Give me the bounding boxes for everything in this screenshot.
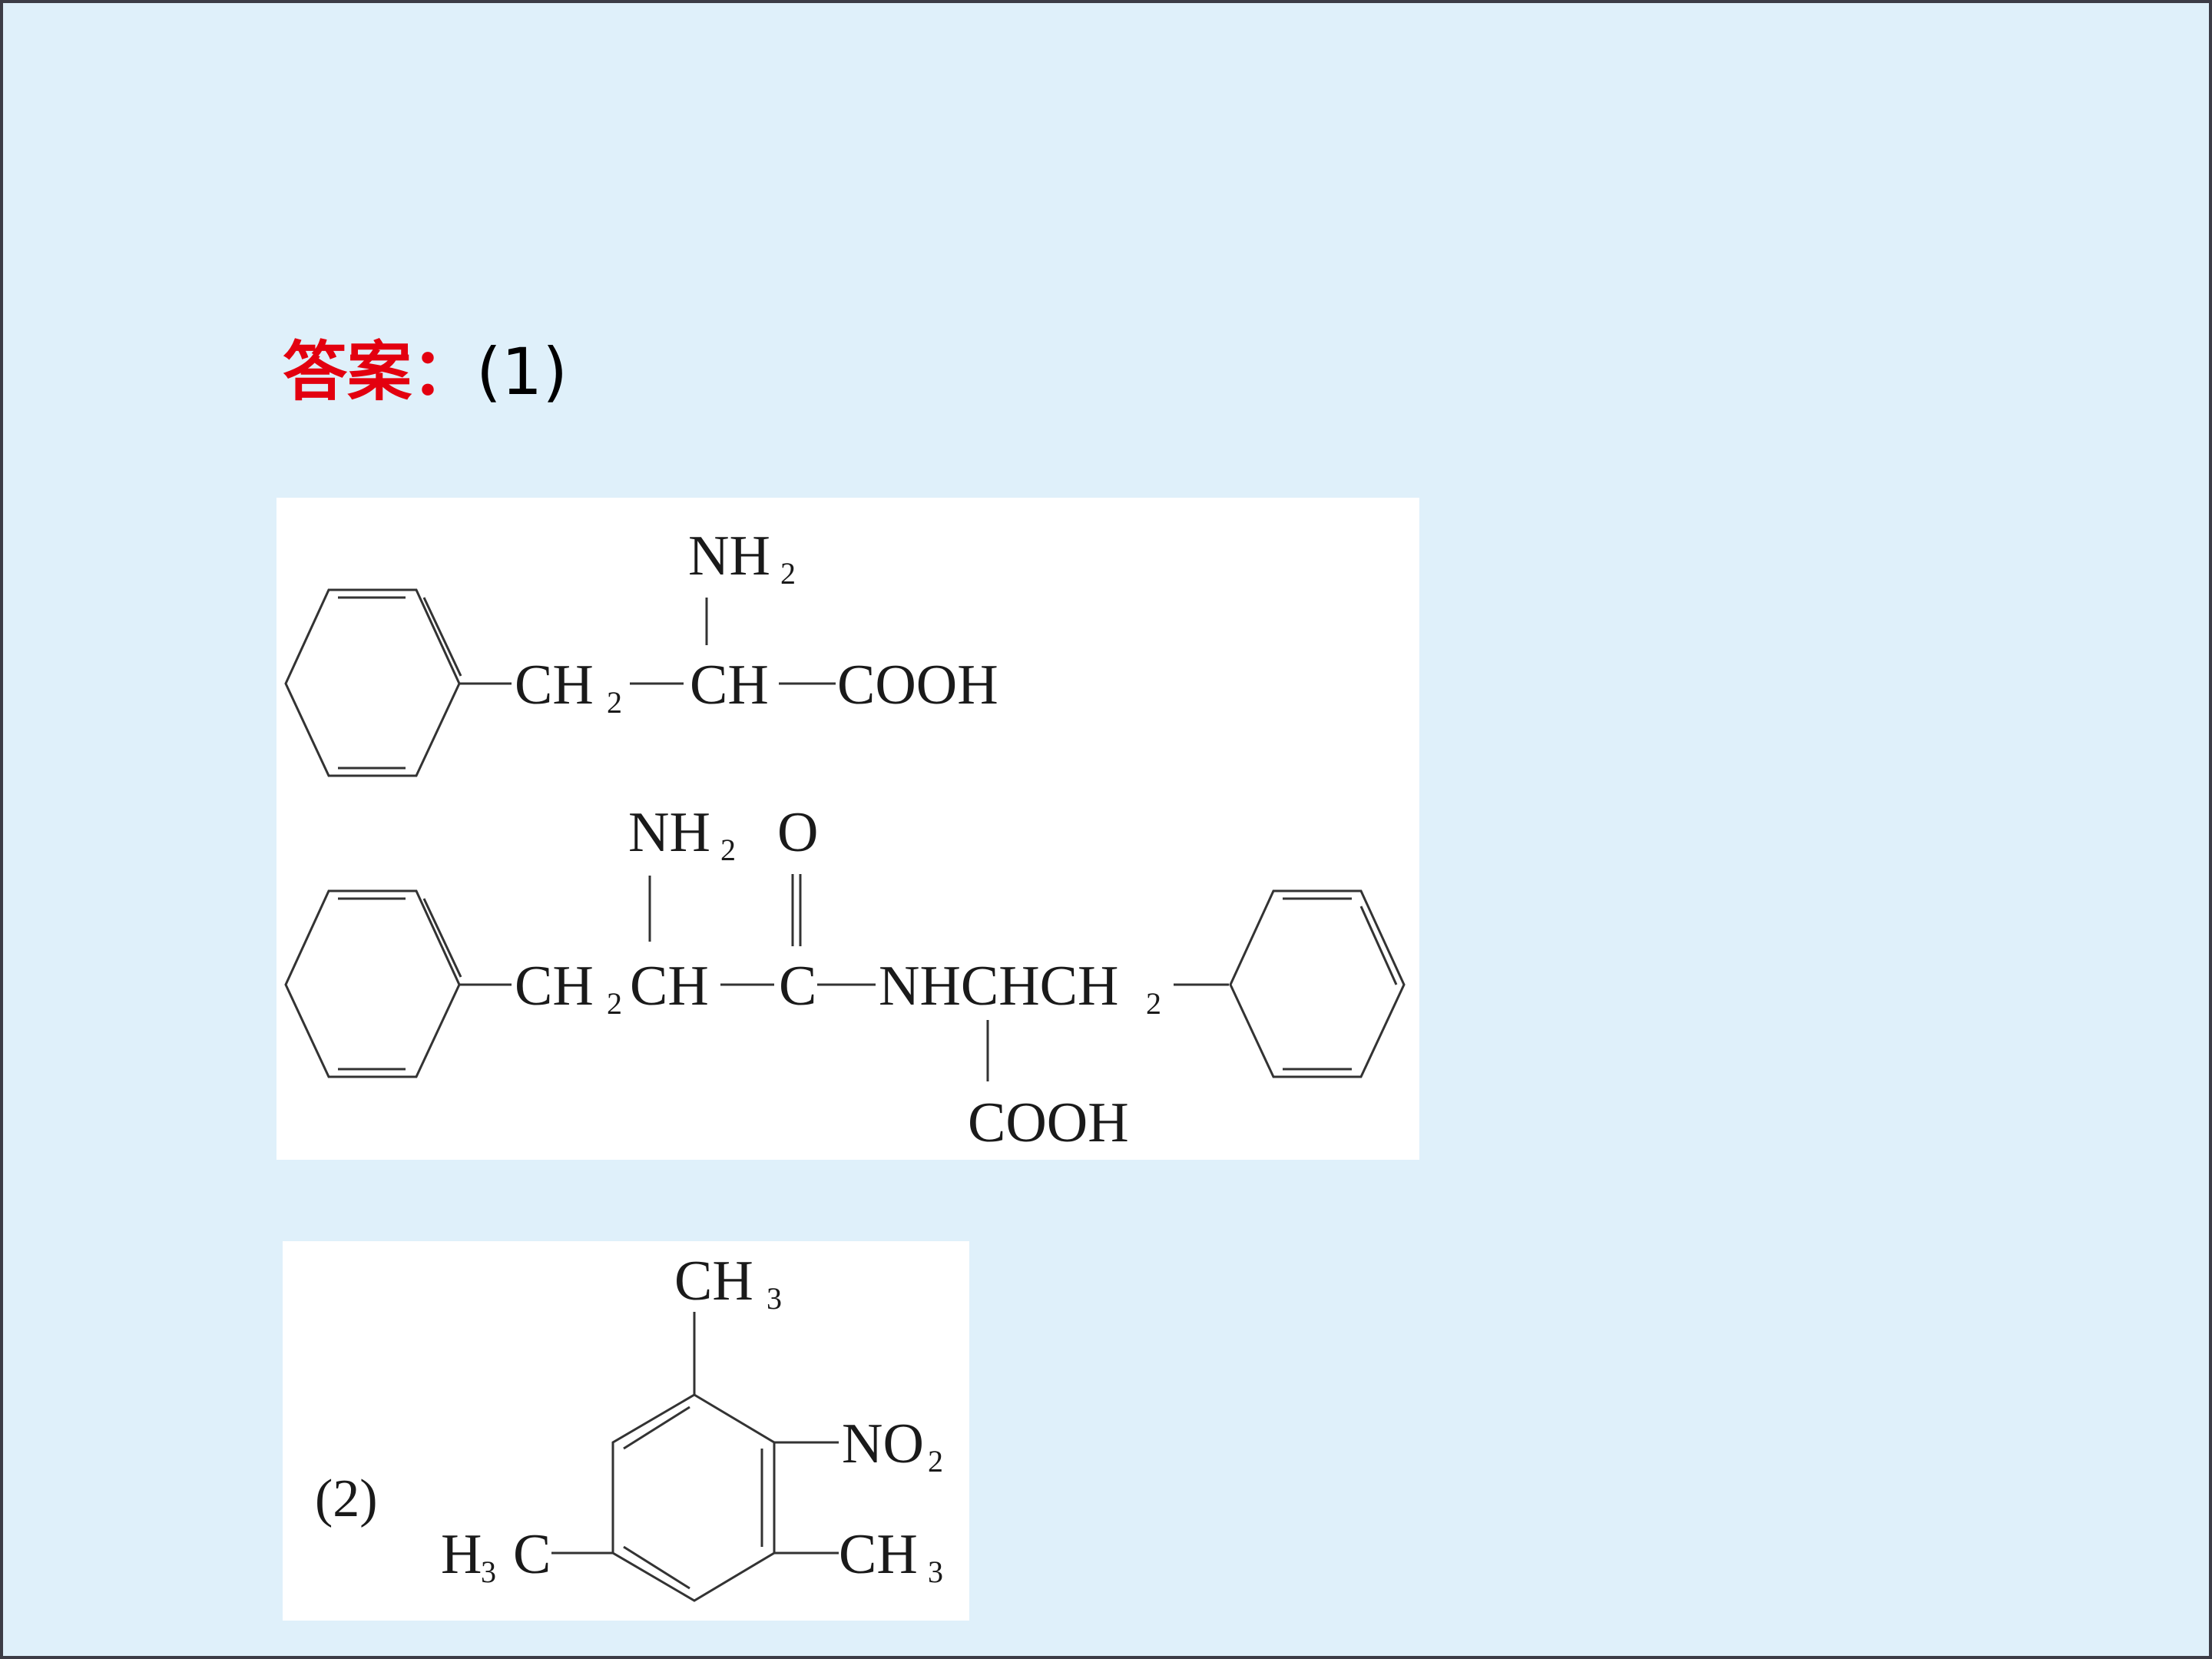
nh2-label: NH bbox=[688, 525, 770, 588]
carbonyl-c-label: C bbox=[779, 955, 816, 1018]
phenylalanine-structure: CH 2 CH NH 2 COOH bbox=[284, 525, 998, 777]
cooh-label: COOH bbox=[837, 654, 998, 717]
answer-heading: 答案：(1) bbox=[283, 329, 568, 414]
top-ch3-label: CH bbox=[674, 1250, 753, 1313]
benzene-ring-3 bbox=[1229, 889, 1406, 1078]
top-ch3-subscript: 3 bbox=[767, 1281, 782, 1316]
nhchch2-subscript: 2 bbox=[1146, 986, 1161, 1021]
structure-1-svg: CH 2 CH NH 2 COOH CH 2 bbox=[284, 525, 1406, 1154]
no2-label: NO bbox=[842, 1412, 924, 1475]
nh2-label-2: NH bbox=[628, 801, 710, 864]
left-h3c-c: C bbox=[513, 1523, 551, 1586]
ch2-subscript-2: 2 bbox=[607, 986, 622, 1021]
ch-label: CH bbox=[690, 654, 769, 717]
left-h3c-h: H bbox=[441, 1523, 482, 1586]
right-ch3-label: CH bbox=[839, 1523, 918, 1586]
dipeptide-structure: CH 2 CH NH 2 C O NHCHCH 2 COOH bbox=[284, 801, 1406, 1154]
ch2-label-2: CH bbox=[515, 955, 594, 1018]
benzene-ring-2 bbox=[284, 889, 462, 1078]
cooh-label-2: COOH bbox=[968, 1091, 1129, 1154]
ch-label-2: CH bbox=[630, 955, 709, 1018]
structure-2-svg: (2) CH 3 NO 2 CH 3 H 3 C bbox=[315, 1250, 943, 1602]
ch2-subscript: 2 bbox=[607, 685, 622, 720]
ch2-label: CH bbox=[515, 654, 594, 717]
nh2-subscript: 2 bbox=[780, 556, 796, 591]
no2-subscript: 2 bbox=[928, 1444, 943, 1479]
nhchch2-label: NHCHCH bbox=[879, 955, 1118, 1018]
answer-label: 答案： bbox=[283, 334, 477, 409]
answer-part-number: (1) bbox=[476, 334, 568, 409]
structure-panel-2: (2) CH 3 NO 2 CH 3 H 3 C bbox=[283, 1241, 969, 1621]
carbonyl-o-label: O bbox=[777, 801, 818, 864]
part-2-label: (2) bbox=[315, 1469, 378, 1528]
nh2-subscript-2: 2 bbox=[720, 833, 736, 867]
benzene-ring-1 bbox=[284, 588, 462, 777]
structure-panel-1: CH 2 CH NH 2 COOH CH 2 bbox=[276, 498, 1419, 1160]
left-h3c-subscript: 3 bbox=[481, 1555, 496, 1589]
right-ch3-subscript: 3 bbox=[928, 1555, 943, 1589]
benzene-ring-4 bbox=[611, 1393, 776, 1602]
